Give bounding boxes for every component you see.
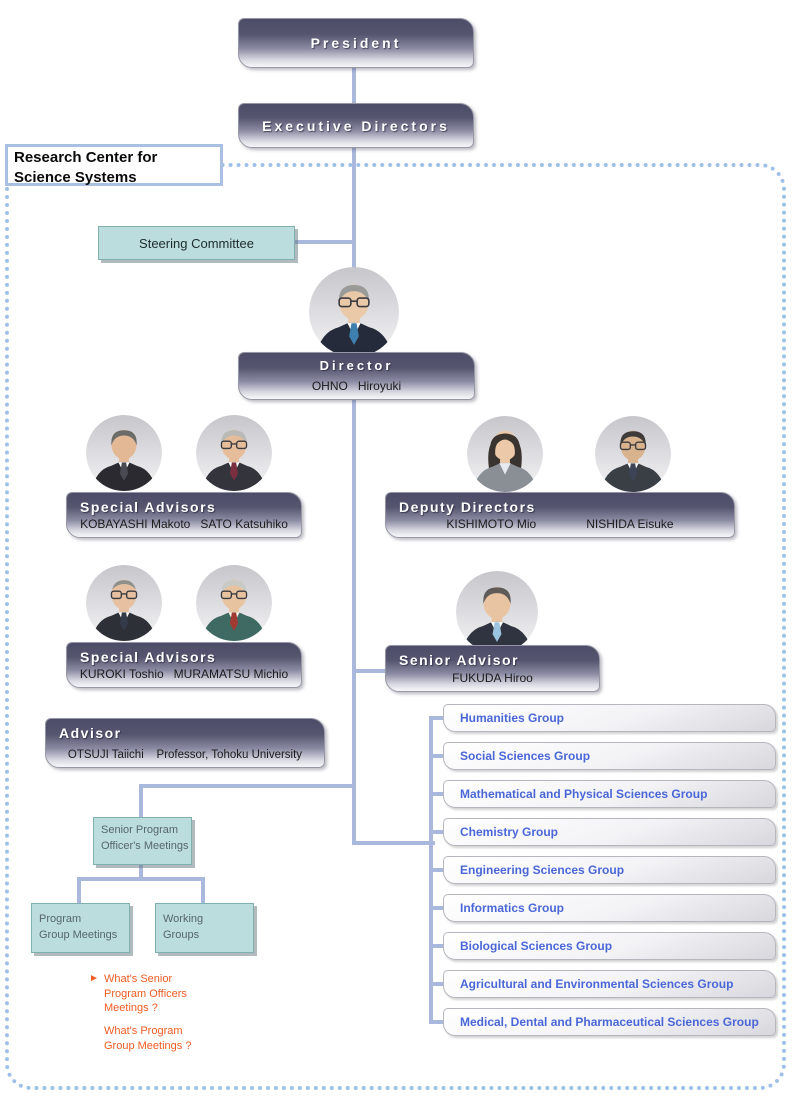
link-whats-senior-program-officers-meetings[interactable]: What's Senior Program Officers Meetings …: [104, 973, 187, 1015]
senior-program-officers-meetings-label: Senior Program Officer's Meetings: [101, 824, 189, 852]
senior-advisor-name: FUKUDA Hiroo: [452, 671, 533, 685]
director-box: Director OHNO Hiroyuki: [238, 352, 475, 400]
group-item-social-sciences[interactable]: Social Sciences Group: [443, 742, 776, 770]
special-advisors-1-title: Special Advisors: [80, 499, 217, 515]
photo-kishimoto-mio: [467, 416, 543, 492]
deputy-directors-names: KISHIMOTO Mio NISHIDA Eisuke: [386, 517, 734, 531]
photo-fukuda-hiroo: [456, 571, 538, 653]
group-item-medical-dental-pharmaceutical[interactable]: Medical, Dental and Pharmaceutical Scien…: [443, 1008, 776, 1036]
president-box: President: [238, 18, 474, 68]
president-label: President: [310, 35, 402, 51]
link-whats-program-group-meetings[interactable]: What's Program Group Meetings ?: [104, 1025, 192, 1052]
connector-senior-advisor-stub: [354, 669, 388, 673]
group-item-chemistry[interactable]: Chemistry Group: [443, 818, 776, 846]
connector-program-branch-v: [139, 784, 143, 817]
deputy-directors-title: Deputy Directors: [399, 499, 536, 515]
region-label-research-center: Research Center for Science Systems: [5, 144, 223, 186]
special-advisors-1-names: KOBAYASHI Makoto SATO Katsuhiko: [80, 517, 288, 531]
director-name: OHNO Hiroyuki: [311, 379, 402, 393]
special-advisors-2-title: Special Advisors: [80, 649, 217, 665]
steering-committee-box: Steering Committee: [98, 226, 295, 260]
director-title: Director: [319, 358, 394, 373]
program-group-meetings-box: Program Group Meetings: [31, 903, 130, 953]
connector-group-stub: [429, 906, 447, 910]
group-item-agricultural-environmental[interactable]: Agricultural and Environmental Sciences …: [443, 970, 776, 998]
deputy-director-name-2: NISHIDA Eisuke: [586, 517, 674, 531]
advisor-box: Advisor OTSUJI Taiichi Professor, Tohoku…: [45, 718, 325, 768]
connector-working-groups-v: [201, 877, 205, 904]
photo-sato-katsuhiko: [196, 415, 272, 491]
photo-kobayashi-makoto: [86, 415, 162, 491]
connector-group-stub: [429, 982, 447, 986]
connector-group-stub: [429, 754, 447, 758]
group-item-engineering[interactable]: Engineering Sciences Group: [443, 856, 776, 884]
working-groups-label: Working Groups: [163, 913, 204, 941]
senior-advisor-title: Senior Advisor: [399, 652, 520, 668]
advisor-title: Advisor: [59, 725, 122, 741]
photo-muramatsu-michio: [196, 565, 272, 641]
group-item-biological[interactable]: Biological Sciences Group: [443, 932, 776, 960]
connector-groups-corner-h: [352, 841, 435, 845]
group-item-humanities[interactable]: Humanities Group: [443, 704, 776, 732]
photo-nishida-eisuke: [595, 416, 671, 492]
connector-group-stub: [429, 716, 447, 720]
working-groups-box: Working Groups: [155, 903, 254, 953]
executive-directors-box: Executive Directors: [238, 103, 474, 148]
connector-group-stub: [429, 868, 447, 872]
senior-program-officers-meetings-box: Senior Program Officer's Meetings: [93, 817, 192, 865]
senior-advisor-box: Senior Advisor FUKUDA Hiroo: [385, 645, 600, 692]
deputy-director-name-1: KISHIMOTO Mio: [446, 517, 537, 531]
deputy-directors-box: Deputy Directors KISHIMOTO Mio NISHIDA E…: [385, 492, 735, 538]
executive-directors-label: Executive Directors: [262, 117, 450, 134]
photo-ohno-hiroyuki: [309, 267, 399, 357]
photo-kuroki-toshio: [86, 565, 162, 641]
connector-group-stub: [429, 830, 447, 834]
research-center-dotted-region: [5, 163, 786, 1090]
special-advisors-2-names: KUROKI Toshio MURAMATSU Michio: [79, 667, 289, 681]
steering-committee-label: Steering Committee: [139, 235, 254, 251]
connector-president-exec: [352, 66, 356, 104]
program-group-meetings-label: Program Group Meetings: [39, 913, 118, 941]
connector-main-vertical: [352, 147, 356, 845]
group-item-informatics[interactable]: Informatics Group: [443, 894, 776, 922]
advisor-names: OTSUJI Taiichi Professor, Tohoku Univers…: [67, 749, 303, 761]
connector-spo-branch-h: [77, 877, 205, 881]
connector-program-branch-h: [139, 784, 356, 788]
connector-spo-down: [139, 865, 143, 881]
connector-group-stub: [429, 792, 447, 796]
connector-group-stub: [429, 944, 447, 948]
connector-group-stub: [429, 1020, 447, 1024]
special-advisors-1-box: Special Advisors KOBAYASHI Makoto SATO K…: [66, 492, 302, 538]
connector-steering-stub: [293, 240, 356, 244]
special-advisors-2-box: Special Advisors KUROKI Toshio MURAMATSU…: [66, 642, 302, 688]
group-item-mathematical-physical[interactable]: Mathematical and Physical Sciences Group: [443, 780, 776, 808]
connector-program-meetings-v: [77, 877, 81, 904]
link-arrow-icon: ►: [89, 973, 99, 984]
